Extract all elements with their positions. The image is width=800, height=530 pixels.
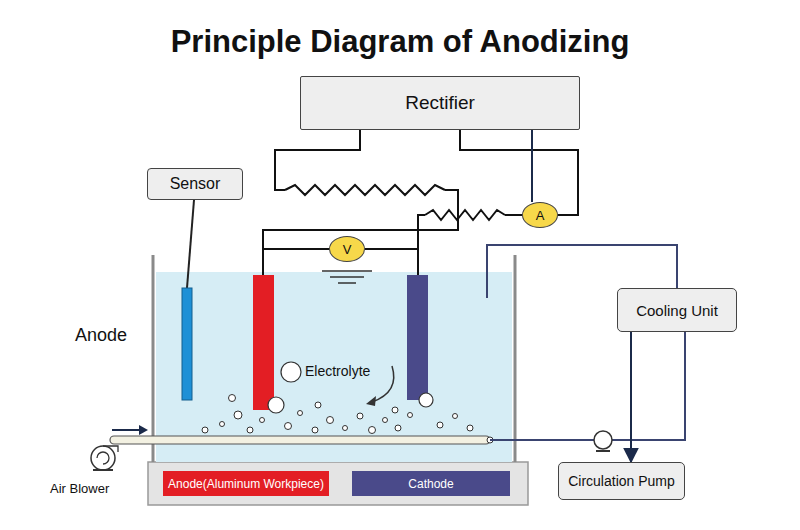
bubble — [437, 422, 443, 428]
part-label: Anode — [75, 325, 127, 346]
air-blower-base — [93, 469, 113, 471]
bubble — [285, 423, 292, 430]
air-pipe — [110, 436, 490, 444]
bubble — [327, 417, 334, 424]
anode-workpiece — [253, 275, 274, 410]
bubble — [247, 427, 253, 433]
air-flow-arrow — [112, 429, 142, 431]
cooling-pipe — [487, 245, 685, 440]
bubble — [234, 411, 242, 419]
ammeter-symbol: A — [522, 202, 558, 228]
bubble — [419, 393, 433, 407]
cathode-wire — [418, 130, 578, 275]
legend-swatch: Anode(Aluminum Workpiece) — [163, 471, 329, 496]
air-blower-icon — [97, 446, 118, 464]
cooling-unit-box: Cooling Unit — [617, 288, 737, 332]
arrow-head — [366, 396, 376, 406]
bubble — [202, 427, 208, 433]
pump-box: Circulation Pump — [558, 462, 685, 500]
bubble — [343, 426, 348, 431]
bubble — [312, 427, 318, 433]
legend-text: Cathode — [408, 477, 453, 491]
node-label: Sensor — [170, 175, 221, 193]
sensor-box: Sensor — [147, 168, 243, 200]
node-label: Circulation Pump — [568, 473, 675, 489]
anode-wire — [263, 130, 458, 275]
tank-wall — [153, 255, 515, 462]
bubble — [298, 411, 303, 416]
bubble — [467, 425, 473, 431]
pump-symbol — [594, 431, 612, 449]
bubble — [357, 413, 363, 419]
bubble — [395, 425, 401, 431]
voltmeter-symbol: V — [329, 236, 365, 262]
rectifier-box: Rectifier — [300, 76, 580, 130]
bubble — [220, 422, 225, 427]
sensor-wire — [187, 200, 194, 288]
resistor-symbol — [425, 210, 505, 220]
legend-swatch: Cathode — [352, 471, 510, 496]
node-label: A — [536, 208, 545, 223]
bubble — [229, 395, 236, 402]
bubble — [369, 427, 376, 434]
bubble — [260, 418, 265, 423]
bubble — [453, 414, 458, 419]
air-blower-icon — [91, 446, 115, 470]
part-label: Electrolyte — [305, 363, 370, 379]
water-level-symbol — [322, 271, 372, 283]
node-label: Cooling Unit — [636, 302, 718, 319]
connector — [531, 130, 533, 202]
bubble — [281, 362, 301, 382]
cathode-plate — [407, 275, 428, 400]
arrow-head — [139, 425, 148, 435]
sensor-probe — [182, 288, 192, 400]
pump-base — [596, 450, 610, 452]
bubble — [408, 413, 413, 418]
legend-text: Anode(Aluminum Workpiece) — [168, 477, 324, 491]
electrolyte-bath — [156, 272, 512, 462]
bubble — [268, 397, 284, 413]
diagram-title: Principle Diagram of Anodizing — [0, 24, 800, 60]
bubble — [392, 407, 398, 413]
resistor-symbol — [285, 185, 445, 195]
part-label: Air Blower — [50, 481, 109, 496]
tank-base — [148, 462, 528, 505]
node-label: V — [343, 242, 352, 257]
bubble — [315, 402, 321, 408]
connector — [630, 332, 632, 462]
bubble — [383, 418, 388, 423]
node-label: Rectifier — [405, 92, 475, 114]
